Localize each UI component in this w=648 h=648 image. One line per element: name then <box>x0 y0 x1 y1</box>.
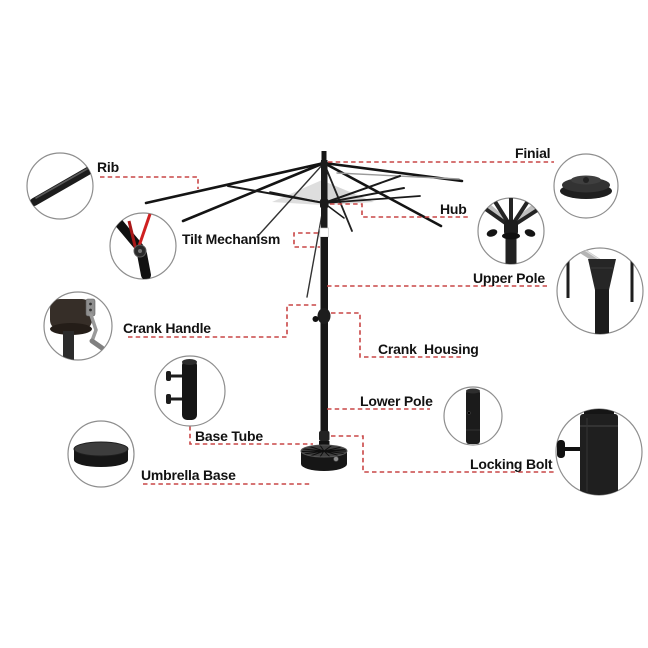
label-upper-pole: Upper Pole <box>473 270 545 286</box>
label-locking-bolt: Locking Bolt <box>470 456 553 472</box>
connector-crank-housing <box>331 312 464 358</box>
hub-clip-right <box>524 229 536 237</box>
crank-housing-bottom <box>50 323 92 335</box>
label-hub: Hub <box>440 201 467 217</box>
hub-collar <box>502 232 520 240</box>
crank-housing-body <box>50 299 92 330</box>
callout-hub <box>477 197 545 265</box>
pole-collar <box>319 431 330 441</box>
lower-pole-button <box>467 411 471 415</box>
finial-detail <box>560 175 612 199</box>
crank-mount-screw <box>89 308 92 312</box>
connector-crank-handle <box>128 304 319 338</box>
label-rib: Rib <box>97 159 119 175</box>
base-rim <box>300 444 348 458</box>
label-tilt-mechanism: Tilt Mechanism <box>182 231 280 247</box>
base-bolt <box>333 456 339 462</box>
tilt-joint-band <box>319 227 329 238</box>
inner-pole-top <box>584 409 614 417</box>
base-tube-cap <box>182 359 197 365</box>
hub-pole <box>505 236 517 264</box>
hub-body <box>504 220 518 236</box>
crank-handle-detail <box>50 298 105 360</box>
umbrella-base-detail <box>73 441 129 467</box>
connector-base-tube <box>189 426 313 445</box>
rib-rod <box>30 167 92 206</box>
thumbscrew-head <box>166 394 171 404</box>
callout-lower-pole <box>443 386 503 446</box>
umbrella-base-drawing <box>300 444 348 471</box>
base-bottom <box>301 457 347 471</box>
base-fins <box>301 444 347 458</box>
strut <box>323 195 421 204</box>
base-disc-rim <box>73 441 129 457</box>
base-tube-body <box>182 360 197 420</box>
callout-umbrella-base <box>67 420 135 488</box>
tilt-hinge-screw <box>138 249 142 253</box>
locking-bolt-detail <box>557 409 618 495</box>
part-labels: Rib Tilt Mechanism Crank Handle Base Tub… <box>97 145 553 483</box>
strut <box>323 187 405 204</box>
tilt-strap-red-1 <box>136 213 152 250</box>
rib-left-far <box>144 161 326 205</box>
locking-tube <box>580 414 618 495</box>
tilt-strap-red-2 <box>127 220 138 251</box>
connector-hub <box>330 203 470 218</box>
connector-locking-bolt <box>331 435 554 473</box>
finial-center <box>583 177 589 183</box>
base-tube-detail <box>166 359 197 420</box>
crank-grip <box>89 338 105 351</box>
upper-pole-sleeve <box>588 259 616 290</box>
base-disc-bottom <box>74 453 128 467</box>
label-umbrella-base: Umbrella Base <box>141 467 236 483</box>
rib-rod-highlight <box>35 168 88 199</box>
pole-lower <box>320 237 328 433</box>
callout-upper-pole <box>556 247 644 335</box>
connectors <box>100 161 554 485</box>
connector-rib <box>100 176 199 189</box>
spreader-struts <box>227 175 421 219</box>
hub-clip-left <box>486 229 498 237</box>
label-base-tube: Base Tube <box>195 428 263 444</box>
pole-crank-knob <box>312 316 319 322</box>
thumbscrew-head <box>166 371 171 381</box>
callout-crank-handle <box>43 291 113 361</box>
connector-tilt-mechanism <box>293 232 320 248</box>
lower-pole-cap <box>466 388 480 394</box>
runner-hub <box>320 199 329 208</box>
callout-finial <box>553 153 619 219</box>
label-crank-housing: Crank Housing <box>378 341 479 357</box>
lower-pole-detail <box>466 388 480 444</box>
rib-detail <box>30 167 92 206</box>
crank-pole-below <box>63 331 74 360</box>
tilt-lower-tube <box>137 249 151 279</box>
finial-stub <box>321 151 327 162</box>
ribs <box>144 161 464 298</box>
lower-pole-shaft <box>466 390 480 444</box>
callout-rib <box>26 152 94 220</box>
upper-pole-shaft <box>595 289 609 334</box>
label-crank-handle: Crank Handle <box>123 320 211 336</box>
label-finial: Finial <box>515 145 550 161</box>
umbrella-illustration <box>144 151 464 471</box>
crank-mount-screw <box>89 302 92 306</box>
strut <box>323 175 401 204</box>
callout-locking-bolt <box>555 408 643 496</box>
rib-front-left <box>256 162 325 238</box>
rib-left <box>181 161 326 223</box>
base-tube-sleeve <box>319 441 330 448</box>
callout-tilt-mechanism <box>109 212 177 280</box>
label-lower-pole: Lower Pole <box>360 393 433 409</box>
pole-upper <box>321 160 328 228</box>
upper-pole-silver-edge <box>575 248 601 261</box>
tilt-detail <box>113 213 152 279</box>
strut <box>269 191 325 204</box>
base-disc-top <box>74 442 128 456</box>
bolt-t-head <box>557 440 565 458</box>
callout-base-tube <box>154 355 226 427</box>
crank-arm <box>89 313 98 343</box>
pole-crank-housing <box>317 308 331 324</box>
